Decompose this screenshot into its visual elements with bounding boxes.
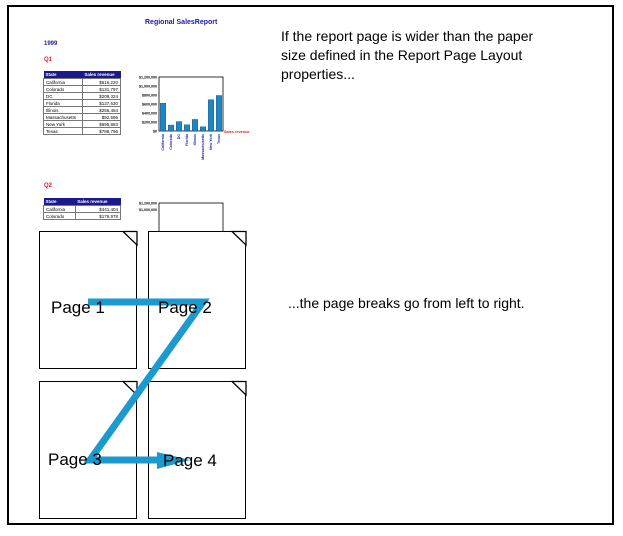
- page-sheet-3: [39, 381, 137, 519]
- y-tick-label: $0: [153, 130, 157, 134]
- table-row: Texas$788,796: [43, 127, 122, 135]
- x-tick-label: Massachusetts: [201, 134, 205, 160]
- report-title: Regional SalesReport: [145, 19, 218, 26]
- x-tick-label: Illinois: [193, 134, 197, 145]
- quarter-label-q1: Q1: [44, 57, 53, 63]
- caption-top-line: properties...: [281, 66, 355, 82]
- page-label-4: Page 4: [163, 451, 217, 470]
- page-label-3: Page 3: [48, 450, 102, 469]
- arrow-head-icon: [157, 452, 190, 469]
- y-tick-label: $1,000,000: [139, 85, 157, 89]
- report-year: 1999: [44, 41, 58, 47]
- page-label-1: Page 1: [51, 298, 105, 317]
- bar: [207, 99, 214, 132]
- revenue-cell: $179,978: [74, 212, 122, 220]
- legend-label: Sales revenue: [224, 130, 250, 134]
- bar: [168, 124, 175, 132]
- x-tick-label: Florida: [185, 133, 189, 146]
- caption-top-line: size defined in the Report Page Layout: [281, 47, 523, 63]
- page-label-2: Page 2: [158, 298, 212, 317]
- page-corner-fold: [121, 230, 138, 247]
- y-tick-label: $1,200,000: [139, 76, 157, 80]
- table-header-state: State: [43, 71, 83, 79]
- bar: [160, 103, 167, 132]
- page-sheet-4: [148, 381, 246, 519]
- page-corner-fold: [230, 380, 247, 397]
- quarter-label-q2: Q2: [44, 183, 53, 189]
- bar: [215, 95, 222, 132]
- y-tick-label: $800,000: [142, 94, 157, 98]
- x-tick-label: California: [161, 133, 165, 151]
- y-tick-label: $600,000: [142, 103, 157, 107]
- y-tick-label: $200,000: [142, 121, 157, 125]
- caption-bottom: ...the page breaks go from left to right…: [288, 295, 525, 311]
- bar: [199, 126, 206, 132]
- x-tick-label: New York: [209, 134, 213, 150]
- table-row: Colorado$179,978: [43, 212, 122, 220]
- y-tick-label: $400,000: [142, 112, 157, 116]
- caption-top-line: If the report page is wider than the pap…: [281, 28, 534, 44]
- bar: [176, 121, 183, 132]
- bar: [184, 124, 191, 132]
- y-tick-label: $1,200,000: [139, 202, 157, 206]
- table-header-sales: Sales revenue: [75, 198, 121, 206]
- page-order-arrow: [83, 298, 210, 464]
- table-header-sales: Sales revenue: [82, 71, 121, 79]
- x-tick-label: DC: [177, 134, 181, 140]
- x-tick-label: Texas: [217, 134, 221, 144]
- revenue-cell: $788,796: [81, 127, 122, 135]
- page-corner-fold: [230, 230, 247, 247]
- page-corner-fold: [121, 380, 138, 397]
- table-header-state: State: [43, 198, 76, 206]
- y-tick-label: $1,000,000: [139, 208, 157, 212]
- sales-chart-q1: $1,200,000 $1,000,000 $800,000 $600,000 $400…: [139, 76, 250, 160]
- x-tick-label: Colorado: [169, 133, 173, 150]
- figure-frame: [7, 5, 614, 525]
- bar: [191, 119, 198, 132]
- caption-top: If the report page is wider than the pap…: [281, 27, 591, 84]
